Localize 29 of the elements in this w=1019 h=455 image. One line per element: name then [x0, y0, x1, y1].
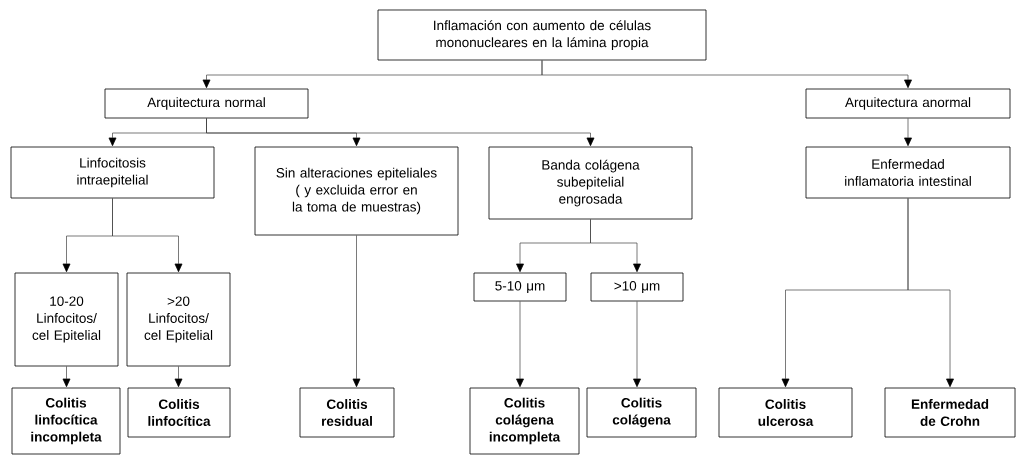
process-box: Arquitectura normal [104, 88, 309, 119]
arrow [516, 301, 524, 388]
process-box: 10-20 Linfocitos/ cel Epitelial [14, 272, 119, 367]
result-box: Colitis residual [299, 387, 395, 438]
process-box: Enfermedad inflamatoria intestinal [805, 146, 1011, 199]
process-box: Arquitectura anormal [805, 88, 1011, 119]
arrow [352, 235, 361, 388]
result-box: Enfermedad de Crohn [884, 387, 1016, 438]
arrow [541, 60, 912, 89]
arrow [112, 198, 183, 273]
arrow [590, 219, 641, 273]
process-box: Banda colágena subepitelial engrosada [488, 146, 693, 220]
arrow [633, 301, 641, 388]
result-box: Colitis linfocítica incompleta [11, 387, 121, 455]
arrow [62, 366, 71, 388]
arrow [907, 198, 954, 388]
arrow [174, 366, 183, 388]
result-box: Colitis colágena [586, 387, 697, 438]
process-box: Sin alteraciones epiteliales ( y excluida error en la toma de muestras) [254, 146, 459, 236]
process-box: 5-10 μm [473, 272, 567, 302]
arrow [904, 118, 912, 147]
process-box: Inflamación con aumento de células mononucleares en la lámina propia [377, 9, 707, 61]
result-box: Colitis colágena incompleta [469, 387, 580, 455]
process-box: >10 μm [590, 272, 684, 302]
process-box: Linfocitosis intraepitelial [10, 146, 215, 199]
result-box: Colitis linfocítica [127, 387, 231, 438]
result-box: Colitis ulcerosa [718, 387, 853, 438]
arrow [206, 118, 595, 147]
process-box: >20 Linfocitos/ cel Epitelial [126, 272, 231, 367]
